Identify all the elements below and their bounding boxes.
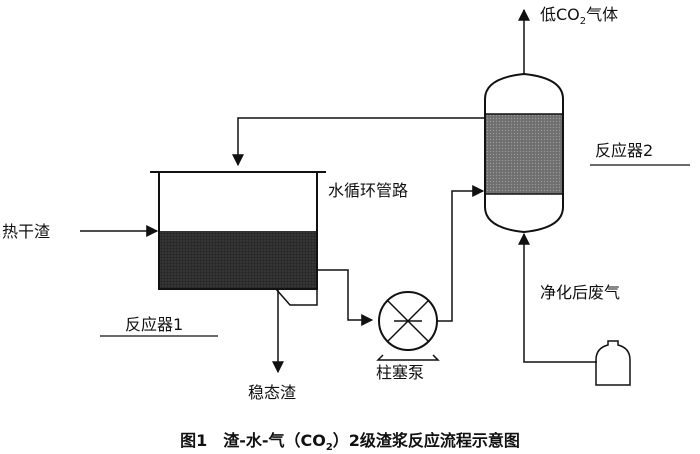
reactor2-column	[484, 72, 564, 234]
gas-cylinder	[595, 340, 631, 386]
hot-slag-label: 热干渣	[2, 222, 50, 241]
pump-to-reactor2-line	[437, 185, 485, 322]
figure-caption: 图1 渣-水-气（CO2）2级渣浆反应流程示意图	[180, 431, 520, 453]
water-loop-label: 水循环管路	[328, 181, 408, 200]
exhaust-feed-line	[518, 232, 597, 363]
reactor1-tank	[150, 171, 326, 306]
slurry-to-pump-line	[317, 269, 374, 326]
stable-slag-label: 稳态渣	[248, 383, 296, 402]
plunger-pump-label: 柱塞泵	[376, 363, 424, 382]
water-recycle-line	[232, 117, 485, 167]
plunger-pump	[376, 291, 440, 361]
reactor1-label: 反应器1	[125, 315, 183, 334]
purified-exhaust-label: 净化后废气	[540, 283, 620, 302]
low-co2-label: 低CO2气体	[540, 5, 618, 27]
reactor2-label: 反应器2	[595, 141, 653, 160]
